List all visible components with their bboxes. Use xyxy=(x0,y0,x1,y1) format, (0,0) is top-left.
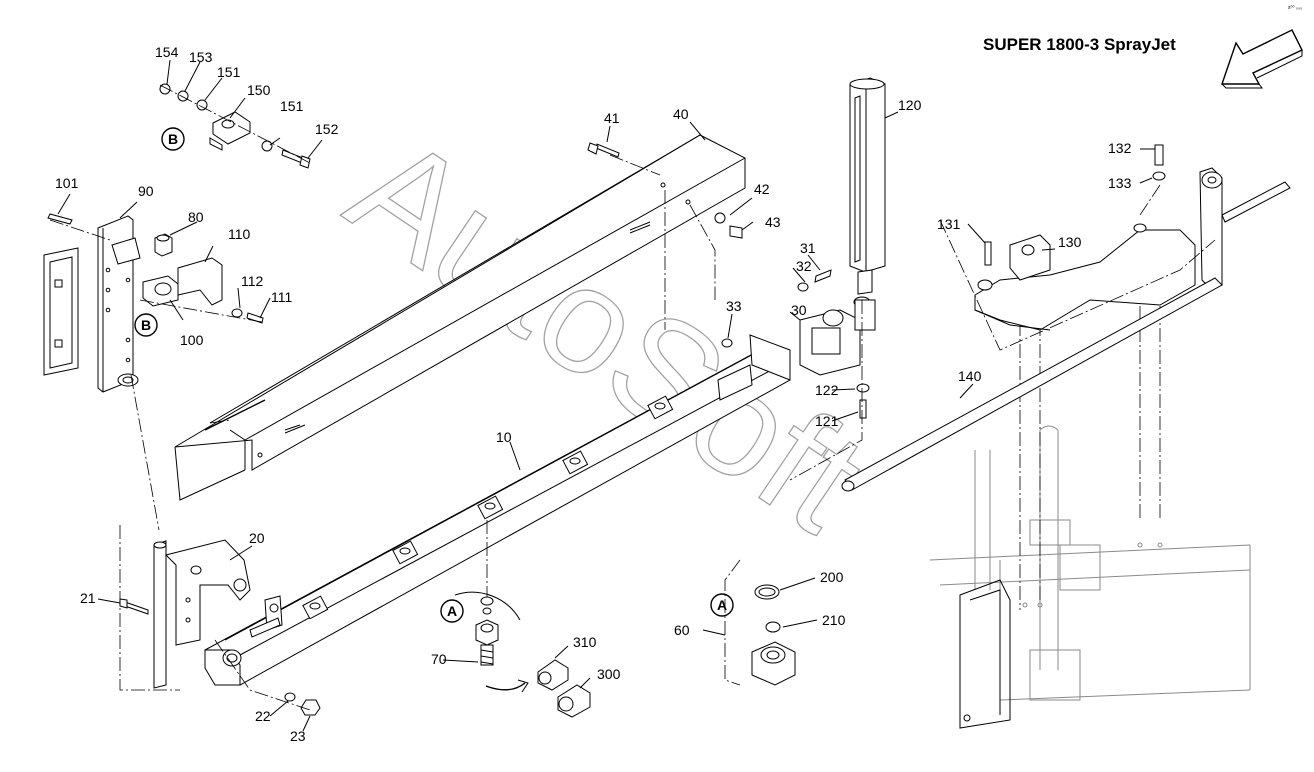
part-number: 122 xyxy=(815,382,839,398)
part-number: 32 xyxy=(796,258,812,274)
view-marker-b-top: B xyxy=(161,127,185,151)
corner-mark: s⁰⁰ ₀₀₀ xyxy=(1288,5,1302,11)
part-number: 133 xyxy=(1108,175,1132,191)
part-number: 151 xyxy=(217,64,241,80)
part-number: 101 xyxy=(55,175,79,191)
leader-lines xyxy=(57,59,1155,732)
part-number: 121 xyxy=(815,413,839,429)
part-number: 112 xyxy=(241,273,264,289)
part-number: 21 xyxy=(80,590,96,606)
diagram-title: SUPER 1800-3 SprayJet xyxy=(983,35,1176,54)
part-number: 23 xyxy=(290,728,306,744)
fitting-detail-a xyxy=(724,559,796,686)
part-number: 42 xyxy=(754,181,770,197)
view-marker-a-right: A xyxy=(710,593,734,617)
part-number: 80 xyxy=(188,209,204,225)
part-number: 111 xyxy=(271,289,292,305)
nozzle-detail-a xyxy=(454,591,591,718)
part-number: 100 xyxy=(180,332,204,348)
part-number-labels: 154 153 151 150 151 152 101 90 80 110 11… xyxy=(55,44,1132,744)
part-number: 200 xyxy=(820,569,844,585)
part-number: 131 xyxy=(937,216,961,232)
tractor-frame-background xyxy=(929,240,1251,729)
direction-arrow-icon xyxy=(1221,29,1303,89)
part-number: 10 xyxy=(496,429,512,445)
view-marker-a-left: A xyxy=(440,599,464,623)
part-number: 210 xyxy=(822,612,846,628)
part-number: 132 xyxy=(1108,140,1132,156)
part-number: 120 xyxy=(898,97,922,113)
main-beam xyxy=(204,334,791,716)
part-number: 33 xyxy=(726,298,742,314)
part-number: 130 xyxy=(1058,234,1082,250)
part-number: 110 xyxy=(228,226,251,242)
part-number: 152 xyxy=(315,121,339,137)
clamp-assembly-b xyxy=(159,83,311,169)
part-number: 150 xyxy=(247,82,271,98)
part-number: 90 xyxy=(138,183,154,199)
part-number: 300 xyxy=(597,666,621,682)
upright-post-assembly xyxy=(789,77,886,481)
part-number: 70 xyxy=(431,651,447,667)
left-post-assembly xyxy=(119,525,251,691)
shield-cover xyxy=(174,134,746,501)
part-number: 154 xyxy=(155,44,179,60)
view-marker-label: B xyxy=(168,131,178,147)
part-number: 153 xyxy=(189,49,213,65)
part-number: 20 xyxy=(249,530,265,546)
view-marker-label: B xyxy=(141,317,151,333)
part-number: 60 xyxy=(674,622,690,638)
right-bracket-assembly xyxy=(841,144,1291,492)
view-marker-label: A xyxy=(447,603,457,619)
part-number: 310 xyxy=(573,634,597,650)
part-number: 41 xyxy=(604,110,620,126)
part-number: 31 xyxy=(800,240,816,256)
part-number: 151 xyxy=(280,98,304,114)
view-marker-b-left: B xyxy=(134,313,158,337)
part-number: 43 xyxy=(765,214,781,230)
part-number: 30 xyxy=(791,302,807,318)
part-number: 22 xyxy=(255,708,271,724)
view-marker-label: A xyxy=(717,597,727,613)
part-number: 140 xyxy=(958,368,982,384)
part-number: 40 xyxy=(673,106,689,122)
bearing-block xyxy=(139,233,264,324)
mounting-plate xyxy=(43,213,160,531)
